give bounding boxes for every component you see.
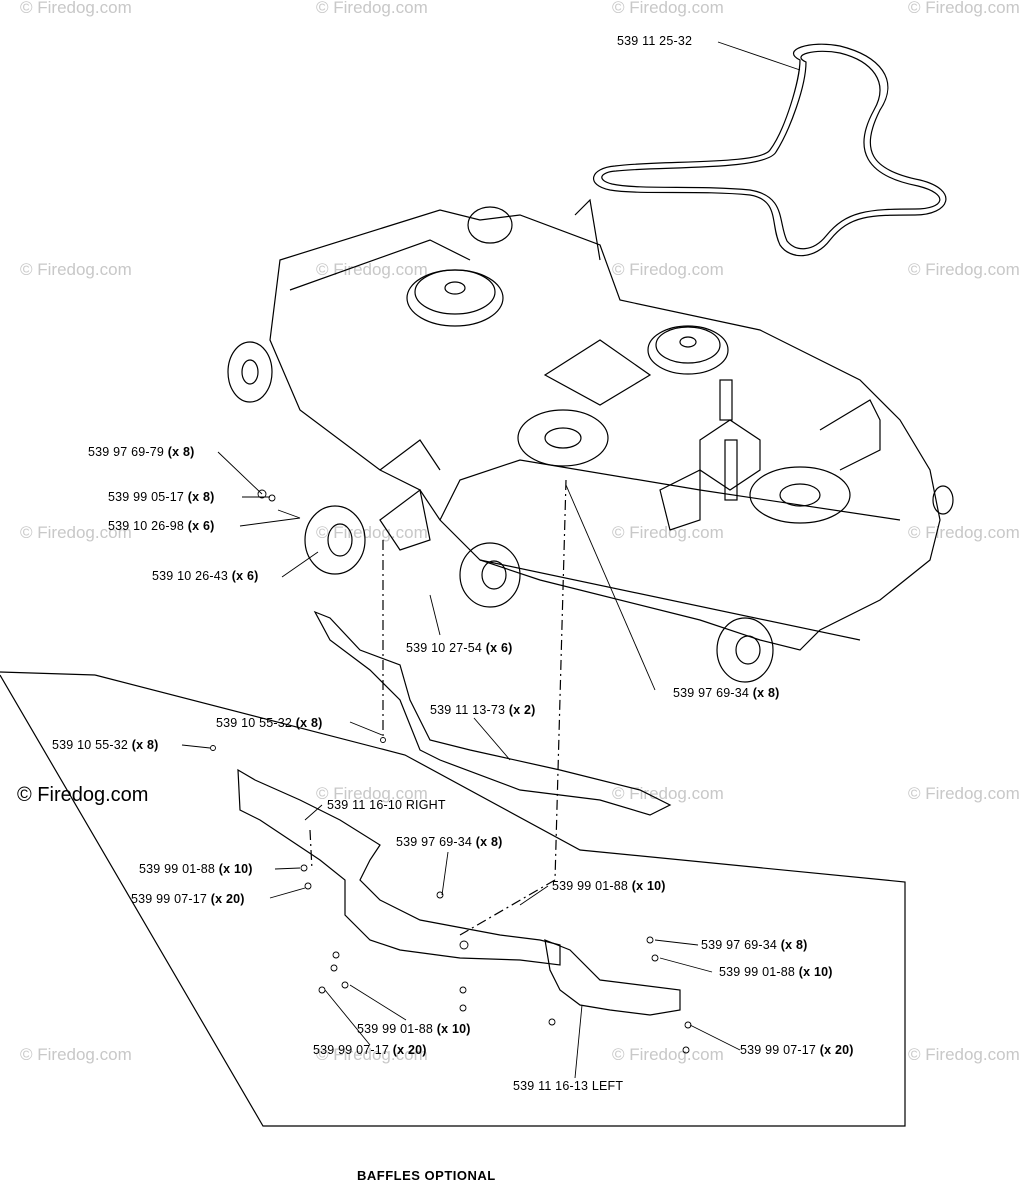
part-qty: (x 8) [295,716,323,730]
watermark: © Firedog.com [316,260,428,279]
watermark: © Firedog.com [908,0,1020,17]
part-qty: (x 8) [475,835,503,849]
label-belt: 539 11 25-32 [617,34,692,48]
label-nut-mid: 539 97 69-34 (x 8) [396,835,502,849]
label-washer-b: 539 99 01-88 (x 10) [552,879,666,893]
part-number: 539 99 05-17 [108,490,185,504]
label-nut-right: 539 97 69-34 (x 8) [701,938,807,952]
part-number: 539 99 01-88 [719,965,796,979]
part-qty: (x 8) [131,738,159,752]
label-screw-a: 539 10 55-32 (x 8) [216,716,322,730]
label-baffle-rail: 539 11 13-73 (x 2) [430,703,536,717]
watermark: © Firedog.com [316,523,428,542]
part-number: 539 11 16-13 LEFT [513,1079,624,1093]
baffle-left-drawing [544,939,681,1016]
belt-drawing [592,43,947,257]
label-bracket: 539 10 27-54 (x 6) [406,641,512,655]
caption: BAFFLES OPTIONAL [357,1168,496,1183]
baffles-frame [0,674,906,1127]
watermark: © Firedog.com [20,0,132,17]
part-qty: (x 8) [167,445,195,459]
label-lock-c: 539 99 07-17 (x 20) [740,1043,854,1057]
watermark: © Firedog.com [612,260,724,279]
label-wheel: 539 10 26-43 (x 6) [152,569,258,583]
label-nut-top: 539 97 69-79 (x 8) [88,445,194,459]
part-number: 539 99 07-17 [131,892,208,906]
part-qty: (x 8) [780,938,808,952]
part-qty: (x 8) [752,686,780,700]
label-washer-d: 539 99 01-88 (x 10) [357,1022,471,1036]
label-lock-b: 539 99 07-17 (x 20) [313,1043,427,1057]
part-number: 539 10 55-32 [216,716,293,730]
watermark: © Firedog.com [316,1045,428,1064]
part-qty: (x 10) [631,879,666,893]
part-number: 539 99 07-17 [740,1043,817,1057]
part-number: 539 97 69-34 [701,938,778,952]
part-number: 539 10 55-32 [52,738,129,752]
baffle-right-drawing [237,768,561,966]
label-screw-b: 539 10 55-32 (x 8) [52,738,158,752]
part-number: 539 97 69-34 [673,686,750,700]
wheel-drawings [227,206,954,683]
baffle-rail-drawing [313,610,672,816]
part-qty: (x 20) [392,1043,427,1057]
part-number: 539 99 07-17 [313,1043,390,1057]
label-lock-a: 539 99 07-17 (x 20) [131,892,245,906]
watermark: © Firedog.com [908,260,1020,279]
part-qty: (x 6) [485,641,513,655]
part-qty: (x 10) [218,862,253,876]
part-number: 539 10 26-43 [152,569,229,583]
part-qty: (x 10) [436,1022,471,1036]
part-qty: (x 6) [231,569,259,583]
part-number: 539 99 01-88 [139,862,216,876]
part-number: 539 10 26-98 [108,519,185,533]
watermark: © Firedog.com [908,1045,1020,1064]
label-washer-a: 539 99 01-88 (x 10) [139,862,253,876]
label-baffle-left: 539 11 16-13 LEFT [513,1079,623,1093]
label-washer: 539 99 05-17 (x 8) [108,490,214,504]
watermark: © Firedog.com [612,1045,724,1064]
part-number: 539 97 69-34 [396,835,473,849]
part-qty: (x 2) [508,703,536,717]
watermark: © Firedog.com [20,523,132,542]
part-number: 539 11 13-73 [430,703,506,717]
part-qty: (x 6) [187,519,215,533]
deck-drawing [269,198,941,651]
part-number: 539 97 69-79 [88,445,165,459]
label-nut-deck: 539 97 69-34 (x 8) [673,686,779,700]
watermark: © Firedog.com [612,0,724,17]
label-bolt-wheel: 539 10 26-98 (x 6) [108,519,214,533]
watermark: © Firedog.com [612,784,724,803]
part-number: 539 99 01-88 [357,1022,434,1036]
part-number: 539 10 27-54 [406,641,483,655]
part-number: 539 99 01-88 [552,879,629,893]
part-number: 539 11 16-10 RIGHT [327,798,446,812]
part-qty: (x 20) [819,1043,854,1057]
part-qty: (x 20) [210,892,245,906]
part-qty: (x 10) [798,965,833,979]
label-washer-c: 539 99 01-88 (x 10) [719,965,833,979]
part-qty: (x 8) [187,490,215,504]
watermark: © Firedog.com [316,0,428,17]
watermark: © Firedog.com [20,260,132,279]
part-number: 539 11 25-32 [617,34,693,48]
watermark-main: © Firedog.com [17,784,149,806]
watermark: © Firedog.com [20,1045,132,1064]
watermark: © Firedog.com [612,523,724,542]
watermark: © Firedog.com [908,784,1020,803]
label-baffle-right: 539 11 16-10 RIGHT [327,798,446,812]
watermark: © Firedog.com [316,784,428,803]
